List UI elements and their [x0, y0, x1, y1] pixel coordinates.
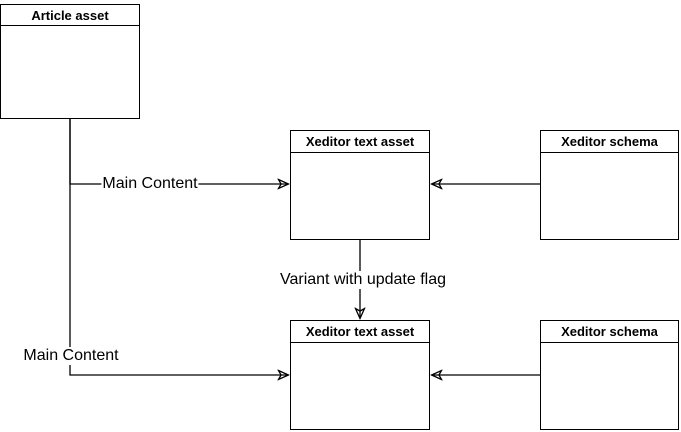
edge-label-main-content-bottom: Main Content — [22, 347, 120, 365]
node-xeditor-schema-top: Xeditor schema — [540, 130, 679, 240]
node-xeditor-schema-bottom-title: Xeditor schema — [541, 321, 678, 343]
edge-label-main-content-top: Main Content — [101, 175, 199, 193]
node-xeditor-schema-bottom: Xeditor schema — [540, 320, 679, 430]
node-article-asset-title: Article asset — [1, 5, 139, 26]
node-article-asset: Article asset — [0, 4, 140, 119]
node-xeditor-text-asset-bottom-title: Xeditor text asset — [291, 321, 429, 343]
node-xeditor-text-asset-bottom: Xeditor text asset — [290, 320, 430, 430]
edge-label-variant-with-update-flag: Variant with update flag — [278, 271, 448, 289]
node-xeditor-text-asset-top: Xeditor text asset — [290, 130, 430, 240]
connector-article-to-text-asset-bottom — [69, 119, 289, 375]
node-xeditor-schema-top-title: Xeditor schema — [541, 131, 678, 153]
node-xeditor-text-asset-top-title: Xeditor text asset — [291, 131, 429, 153]
